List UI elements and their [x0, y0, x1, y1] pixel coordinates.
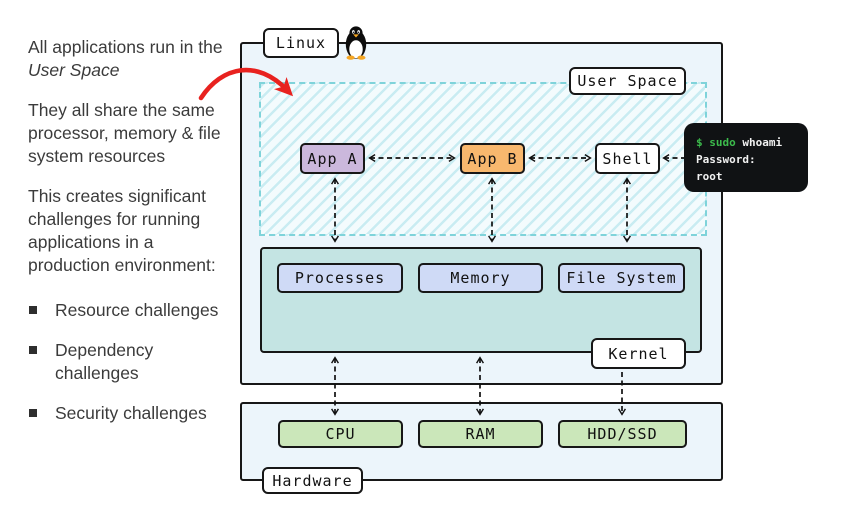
terminal-line-output: root — [696, 170, 723, 184]
tux-penguin-icon — [345, 26, 367, 60]
shell-node: Shell — [595, 143, 660, 174]
terminal-window: $ sudo whoami Password: root — [684, 123, 808, 192]
terminal-line-password: Password: — [696, 153, 756, 167]
user-space-emphasis: User Space — [28, 60, 120, 80]
terminal-command-arg: whoami — [735, 136, 783, 149]
terminal-line-command: $ sudo whoami — [696, 134, 796, 151]
app-a-node: App A — [300, 143, 365, 174]
app-b-node: App B — [460, 143, 525, 174]
paragraph-user-space-text: All applications run in the — [28, 37, 223, 57]
hardware-hdd-ssd-node: HDD/SSD — [558, 420, 687, 448]
linux-label: Linux — [263, 28, 339, 58]
hardware-label: Hardware — [262, 467, 363, 494]
kernel-module-memory: Memory — [418, 263, 543, 293]
annotation-text-column: All applications run in the User Space T… — [28, 36, 234, 442]
kernel-label: Kernel — [591, 338, 686, 369]
user-space-label: User Space — [569, 67, 686, 95]
hardware-ram-node: RAM — [418, 420, 543, 448]
hardware-cpu-node: CPU — [278, 420, 403, 448]
kernel-module-processes: Processes — [277, 263, 403, 293]
paragraph-user-space: All applications run in the User Space — [28, 36, 234, 82]
challenges-bullet-list: Resource challenges Dependency challenge… — [28, 299, 234, 425]
paragraph-shared-resources: They all share the same processor, memor… — [28, 100, 221, 166]
bullet-dependency-challenges: Dependency challenges — [28, 339, 234, 385]
bullet-resource-challenges: Resource challenges — [28, 299, 234, 322]
paragraph-challenges: This creates significant challenges for … — [28, 186, 216, 275]
kernel-module-file-system: File System — [558, 263, 685, 293]
terminal-prompt: $ sudo — [696, 136, 736, 149]
bullet-security-challenges: Security challenges — [28, 402, 234, 425]
